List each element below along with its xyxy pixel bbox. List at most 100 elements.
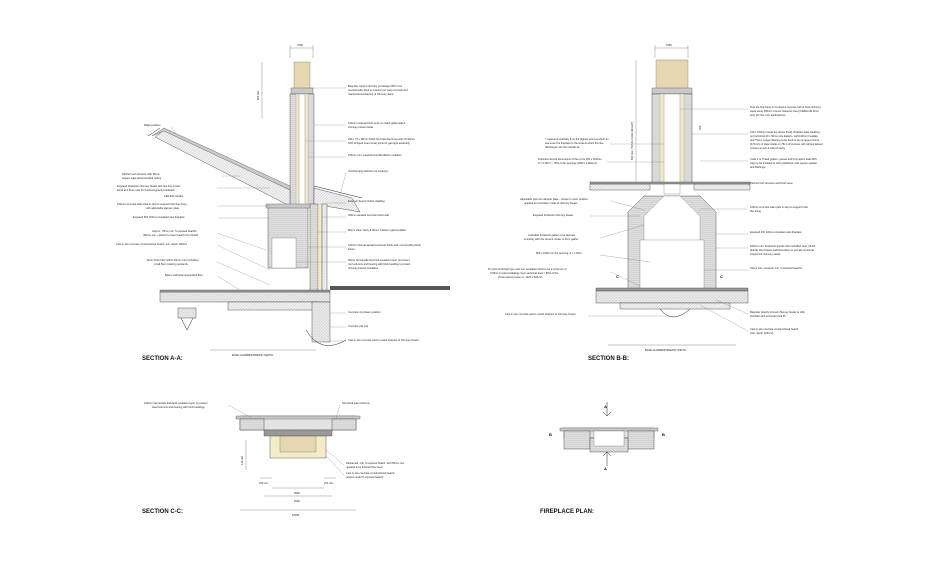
bb-left-note-4: Finished internal dimensions of flue to … [538,157,603,161]
bb-roof-right [693,183,751,191]
aa-right-note-14: frame [348,247,355,251]
cc-dim-d: 5000 [294,499,300,503]
aa-left-note-4: Exposed brickwork chimney breast with fl… [117,184,180,188]
bb-left-note-8: Exposed brickwork chimney breast. [533,213,574,217]
aa-right-note-11: 450mm aerated concrete block wall [348,213,389,217]
aa-right-note-2: mechanically fixed to masonry for easy r… [348,88,408,92]
aa-left-note-14: small floor retaining upstands [154,262,188,266]
bb-right-note-11: and flashings. [750,165,766,169]
cc-dim-c: 3000 [294,491,300,495]
section-cc-notes: 100mm Vermiculite firebrand insulation l… [144,401,405,479]
aa-height-dimension: 800 min [256,90,260,100]
cc-note-7: (shown under 5 exposed hearth) [346,475,383,479]
bb-left-note-11: 800 x 1000 mm fire opening: A = 1.00m² [536,251,582,255]
bb-base-dimension: BASE CHAMBER BREAST WIDTH [645,348,686,352]
bb-left-note-7: upstand set centrally in side of chimney… [524,201,578,205]
aa-right-note-13: 100mm internal aerated concrete block wa… [348,243,421,247]
bb-right-note-18: support for chimney stack) [750,252,781,256]
plan-section-mark-b-left: B [549,432,552,437]
aa-chimney-pot [293,61,311,91]
bb-left-note-3: discharges into the outside air. [545,145,580,149]
aa-floor-slab [159,291,331,303]
bb-roof-left [589,183,651,191]
cc-note-6: Cast in situ concrete constructional hea… [346,471,395,475]
bb-floor-slab [595,290,749,304]
aa-left-note-9: Exposed FIO 100mm insulated cast firepla… [133,215,185,219]
bb-left-note-13: 0.05m² in total ventilating cover sectio… [490,271,559,275]
section-bb-left-notes: * measured vertically from the highest p… [488,137,670,317]
aa-right-note-1: Bespoke copper chimney pot design FBC to… [348,84,403,88]
bb-right-note-12: Pitched roof structure and finish area [750,181,793,185]
cc-note-1: 100mm Vermiculite firebrand insulation l… [144,401,208,405]
bb-section-mark-c-left: C [616,274,619,279]
bb-chimney-pot [655,59,689,91]
plan-section-mark-a-bottom: A [604,466,607,471]
aa-left-note-7: 100mm concrete slab (cast in situ) to su… [117,202,187,206]
section-aa-right-notes: Bespoke copper chimney pot design FBC to… [296,84,421,342]
bb-left-note-14: throat opening area i.e. 1420 x 500mm. [498,275,544,279]
aa-right-note-18: Concrete ring beam position [348,310,381,314]
bb-right-note-1: First fire flue lining to be lined a con… [750,105,821,109]
bb-right-note-14: flue lining [750,209,762,213]
plan-right-jamb [627,430,655,450]
aa-right-note-4: 100mm external brick work, to match gabl… [348,121,405,125]
plan-section-mark-a-top: A [604,404,607,409]
cc-note-5: upstand from finished floor level [346,465,383,469]
section-bb-title: SECTION B-B: [588,356,629,362]
bb-right-note-20: Bespoke directly-formed chimney breast t… [750,310,805,314]
aa-right-note-19: Concrete pile cap [348,324,369,328]
bb-top-dimension: 1000 [666,43,672,47]
aa-left-note-3: square edge lathe-boarded ceiling [122,176,162,180]
cc-dim-total: 10000 [292,513,300,517]
aa-left-note-12: Cast in situ concrete constructional hea… [116,242,187,246]
bb-right-note-15: Exposed FIO 100mm insulated cast firepla… [750,230,802,234]
bb-left-note-6: Adjustable cast iron damper plate – show… [520,197,588,201]
aa-ground-line [330,286,450,290]
aa-right-note-3: maintenance/cleaning of chimney stack. [348,92,394,96]
cc-note-2: steel columns and bearing with brick bed… [152,405,205,409]
bb-right-note-22: Cast in situ concrete constructional hea… [750,327,799,331]
bb-right-note-9: Code 4 or 5 lead gutters, gusset and fro… [750,157,817,161]
bb-left-note-15: Cast in situ concrete pad to match footp… [505,312,576,316]
bb-left-note-12: Fin and reinforced type cast iron ventil… [488,267,567,271]
bb-left-note-2: axe enter the fireplace to the level at … [545,141,604,145]
aa-right-note-16: roof columns and bearing with brick bedd… [348,262,411,266]
bb-flue [663,93,681,195]
bb-right-note-13: 100mm concrete slab (cast in situ) to su… [750,205,809,209]
aa-left-note-1: Ridge position [144,123,161,127]
aa-left-note-5: joints at 0.8mm max for fire/fixed gravi… [116,188,176,192]
bb-total-dimension: 600 min. (TOTAL FLUE HEIGHT) [630,122,634,160]
section-aa-title: SECTION A-A: [142,356,183,362]
aa-base-dimension: BASE CHAMBER BREAST DEPTH [232,353,273,357]
bb-right-note-8: corners at rear & side of cavity. [750,146,786,150]
aa-right-note-9: Overhanging pitched roof covering [348,169,388,173]
aa-right-note-12: 80mm clear cavity & 90mm Celotex rigid i… [348,228,407,232]
cc-note-3: Structural steel columns [342,401,370,405]
bb-right-note-5: on horizontal 20 x 50mm site battens, wi… [750,134,818,138]
fireplace-plan-drawing: A A B B [549,402,665,471]
aa-right-note-10: External 'Acoya' timber cladding [348,199,385,203]
aa-left-note-15: Beam and block suspended floor [165,273,203,277]
bb-right-note-19: 75mm min. exposed, min. 5 exposed hearth… [750,266,802,270]
aa-chimney-cap [290,87,314,95]
aa-right-note-6: 200 x 75 x 28mm (FFD) fire brick flue li… [348,137,415,141]
aa-right-note-5: chimney breast inside. [348,125,374,129]
cc-left-height-dim: 125 min [240,455,244,465]
aa-footing-left [177,307,197,319]
bb-right-note-16: 100mm min. brickwork (jambs with corbell… [750,244,816,248]
section-bb-drawing: 1000 600 min. (TOTAL FLUE HEIGHT) 250 BA… [589,43,751,352]
bb-right-note-21: shoulder with concrete brick fill [750,314,786,318]
bb-right-note-10: trays to be installed to LSA guidelines,… [750,161,817,165]
cc-dim-a: 150 min [259,481,269,485]
section-bb-right-notes: First fire flue lining to be lined a con… [680,105,823,335]
cc-dim-b: 150 min [324,481,334,485]
bb-right-note-7: (470mm) of slate inside on 75x 1x3 cours… [750,142,823,146]
bb-left-note-5: A = 0.06m² > 15% of the opening (1050 x … [538,161,597,165]
cc-note-4: Reclaimed, min. 5 exposed hearth, with 5… [346,461,405,465]
bb-right-note-17: directly off of beam and block floor) to… [750,248,814,252]
bb-side-dimension: 250 [698,125,702,130]
section-aa-drawing: 7000 800 min [147,43,450,357]
aa-left-note-10: Approx. 75mm min. 5 exposed hearths [152,229,197,233]
bb-section-mark-c-right: C [720,274,723,279]
